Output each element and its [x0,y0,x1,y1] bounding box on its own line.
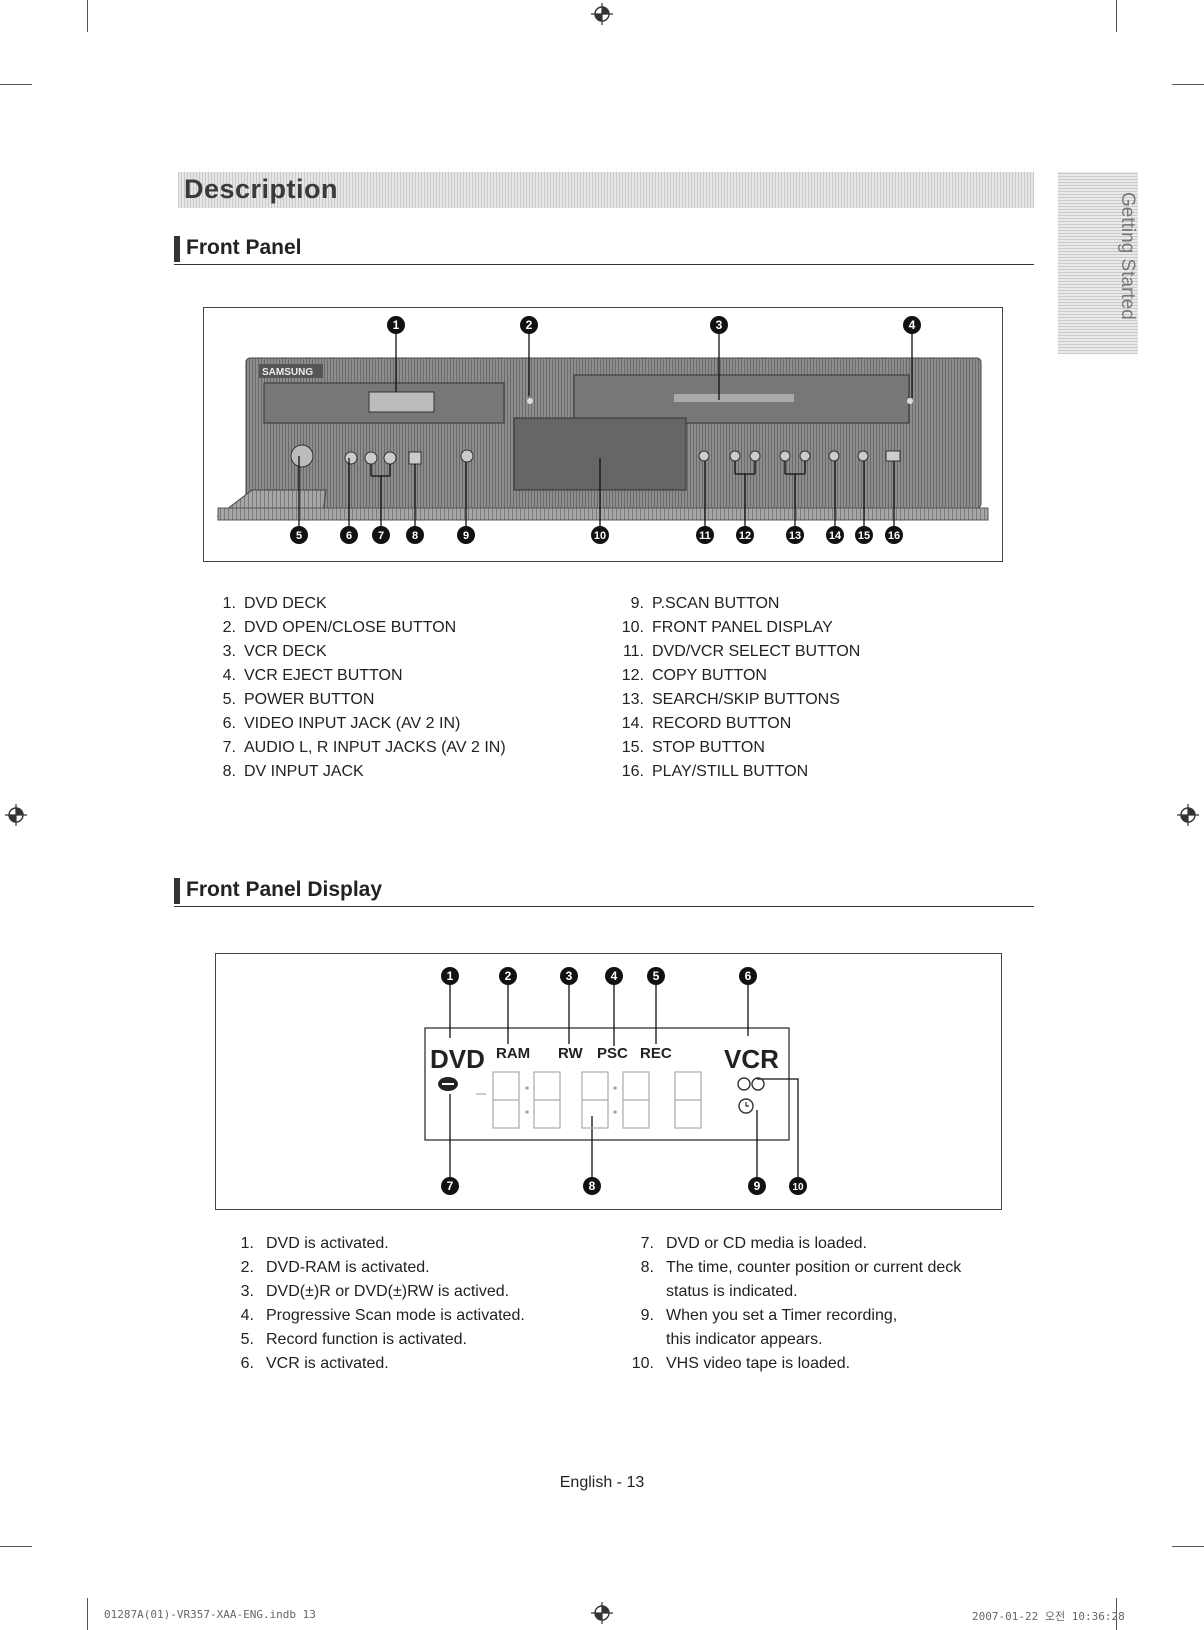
date-slug: 2007-01-22 오전 10:36:28 [972,1610,1125,1623]
list-item: 3.DVD(±)R or DVD(±)RW is actived. [240,1283,510,1300]
display-callout-9: 9 [754,1179,761,1193]
list-item: 2.DVD-RAM is activated. [240,1259,430,1276]
lcd-vcr-label: VCR [724,1044,779,1074]
list-item: 11.DVD/VCR SELECT BUTTON [622,643,861,660]
list-item: 3.VCR DECK [222,643,327,660]
crop-mark [0,84,32,85]
list-item: 15.STOP BUTTON [621,739,765,756]
lcd-psc-label: PSC [597,1045,628,1062]
lcd-ram-label: RAM [496,1045,530,1062]
device-brand: SAMSUNG [262,367,313,378]
lcd-dvd-label: DVD [430,1044,485,1074]
list-item: 5.POWER BUTTON [222,691,375,708]
callout-top-2: 2 [526,318,533,332]
display-callout-2: 2 [505,969,512,983]
callout-bottom-9: 9 [463,530,469,542]
front-panel-list-left: 1.DVD DECK 2.DVD OPEN/CLOSE BUTTON 3.VCR… [210,592,590,784]
list-item: 16.PLAY/STILL BUTTON [621,763,809,780]
front-panel-figure: 1 2 3 4 5 6 7 8 9 10 11 12 13 14 15 16 S… [203,307,1003,562]
list-item: 12.COPY BUTTON [621,667,767,684]
list-item: 6.VIDEO INPUT JACK (AV 2 IN) [222,715,461,732]
list-item: 4.Progressive Scan mode is activated. [240,1307,525,1324]
display-callout-1: 1 [447,969,454,983]
lcd-rw-label: RW [558,1045,584,1062]
list-item: 9.When you set a Timer recording, this i… [640,1307,898,1348]
callout-bottom-7: 7 [378,530,384,542]
list-item: 6.VCR is activated. [240,1355,389,1372]
callout-bottom-16: 16 [888,530,900,542]
callout-top-4: 4 [909,318,916,332]
callout-bottom-14: 14 [829,530,842,542]
list-item: 13.SEARCH/SKIP BUTTONS [621,691,840,708]
callout-bottom-15: 15 [858,530,870,542]
display-callout-3: 3 [566,969,573,983]
display-list-right: 7.DVD or CD media is loaded. 8.The time,… [628,1232,1008,1376]
front-panel-illustration: 1 2 3 4 5 6 7 8 9 10 11 12 13 14 15 16 S… [216,316,989,544]
file-slug: 01287A(01)-VR357-XAA-ENG.indb 13 [104,1608,316,1621]
crop-mark [1116,1598,1117,1630]
display-callout-5: 5 [653,969,660,983]
crop-mark [0,1546,32,1547]
callout-top-1: 1 [393,318,400,332]
registration-mark-icon [591,1602,613,1624]
display-callout-7: 7 [447,1179,454,1193]
display-callout-4: 4 [611,969,618,983]
side-tab [1058,172,1138,354]
lcd-illustration: DVD RAM RW PSC REC VCR 1 2 3 4 5 [424,967,807,1195]
list-item: 14.RECORD BUTTON [621,715,792,732]
registration-mark-icon [5,804,27,826]
display-list-left: 1.DVD is activated. 2.DVD-RAM is activat… [228,1232,608,1376]
list-item: 4.VCR EJECT BUTTON [222,667,403,684]
display-callout-6: 6 [745,969,752,983]
page-number: English - 13 [559,1474,645,1491]
registration-mark-icon [591,3,613,25]
display-callout-8: 8 [589,1179,596,1193]
display-callout-10: 10 [792,1182,804,1193]
callout-bottom-12: 12 [739,530,751,542]
list-item: 5.Record function is activated. [240,1331,467,1348]
side-tab-label: Getting Started [1117,192,1138,320]
section-title: Description [184,174,339,204]
heading-rule [174,264,1034,265]
list-item: 8.The time, counter position or current … [640,1259,962,1300]
heading-rule [174,906,1034,907]
front-panel-display-figure: DVD RAM RW PSC REC VCR 1 2 3 4 5 [215,953,1002,1210]
callout-bottom-11: 11 [699,530,711,542]
list-item: 7.DVD or CD media is loaded. [640,1235,867,1252]
list-item: 1.DVD is activated. [240,1235,389,1252]
crop-mark [87,1598,88,1630]
crop-mark [1172,1546,1204,1547]
callout-bottom-8: 8 [412,530,418,542]
list-item: 9.P.SCAN BUTTON [630,595,780,612]
section-marker [174,236,180,262]
section-marker [174,878,180,904]
callout-bottom-13: 13 [789,530,801,542]
lcd-rec-label: REC [640,1045,672,1062]
list-item: 8.DV INPUT JACK [222,763,364,780]
front-panel-list-right: 9.P.SCAN BUTTON 10.FRONT PANEL DISPLAY 1… [618,592,998,784]
front-panel-display-heading: Front Panel Display [186,878,383,901]
list-item: 1.DVD DECK [222,595,327,612]
callout-bottom-10: 10 [594,530,606,542]
crop-mark [1172,84,1204,85]
registration-mark-icon [1177,804,1199,826]
callout-top-3: 3 [716,318,723,332]
crop-mark [1116,0,1117,32]
front-panel-heading: Front Panel [186,236,302,259]
list-item: 10.FRONT PANEL DISPLAY [621,619,833,636]
crop-mark [87,0,88,32]
section-title-band [178,172,1034,208]
list-item: 7.AUDIO L, R INPUT JACKS (AV 2 IN) [222,739,506,756]
callout-bottom-5: 5 [296,530,302,542]
list-item: 10.VHS video tape is loaded. [631,1355,851,1372]
list-item: 2.DVD OPEN/CLOSE BUTTON [222,619,457,636]
callout-bottom-6: 6 [346,530,352,542]
